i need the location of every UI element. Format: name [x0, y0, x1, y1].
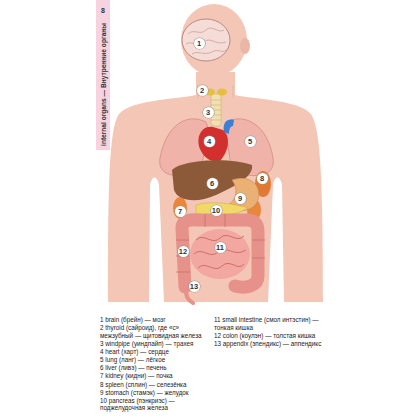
side-strip — [96, 0, 110, 150]
brain-folds — [186, 28, 226, 54]
key-entry: 13 appendix (эпендикс) — аппендикс — [214, 340, 326, 348]
callout-number: 1 — [194, 38, 205, 49]
key-entry: 4 heart (харт) — сердце — [100, 348, 210, 356]
key-entry: 7 kidney (кидни) — почка — [100, 372, 210, 380]
key-entry: 3 windpipe (уиндпайп) — трахея — [100, 340, 210, 348]
key-entry: 2 thyroid (сайроид), где «с» межзубный —… — [100, 324, 210, 339]
small-intestine — [190, 229, 250, 279]
brain — [182, 19, 230, 61]
callout-number: 9 — [235, 193, 246, 204]
callout-number: 5 — [245, 136, 256, 147]
key-entry: 10 pancreas (пэнкриэс) — поджелудочная ж… — [100, 397, 210, 412]
head — [181, 4, 247, 76]
callout-number: 6 — [207, 178, 218, 189]
page-title: internal organs — Внутренние органы — [99, 23, 106, 146]
key-entry: 6 liver (ливэ) — печень — [100, 364, 210, 372]
callout-number: 12 — [178, 246, 189, 257]
heart-vessel — [224, 120, 234, 135]
intestine-coils — [194, 235, 246, 268]
page-number: 8 — [101, 7, 105, 14]
callout-number: 7 — [175, 206, 186, 217]
key-entry: 11 small intestine (смол интэстин) — тон… — [214, 316, 326, 331]
callout-number: 13 — [189, 281, 200, 292]
key-entry: 12 colon (коулэн) — толстая кишка — [214, 332, 326, 340]
callout-number: 2 — [197, 85, 208, 96]
heart — [198, 127, 228, 162]
key-entry: 9 stomach (стамэк) — желудок — [100, 389, 210, 397]
callout-number: 10 — [211, 205, 222, 216]
key-entry: 8 spleen (сплин) — селезёнка — [100, 381, 210, 389]
ear — [240, 38, 250, 54]
callout-number: 8 — [257, 173, 268, 184]
thyroid-right — [217, 89, 227, 96]
key-entry: 1 brain (брейн) — мозг — [100, 316, 210, 324]
callout-number: 4 — [204, 136, 215, 147]
appendix — [186, 291, 193, 303]
body-silhouette — [108, 72, 323, 302]
key-column: 1 brain (брейн) — мозг2 thyroid (сайроид… — [100, 316, 210, 413]
key-entry: 5 lung (ланг) — лёгкое — [100, 356, 210, 364]
callout-number: 11 — [215, 242, 226, 253]
key-column: 11 small intestine (смол интэстин) — тон… — [214, 316, 326, 348]
callout-number: 3 — [203, 107, 214, 118]
colon — [182, 220, 258, 287]
